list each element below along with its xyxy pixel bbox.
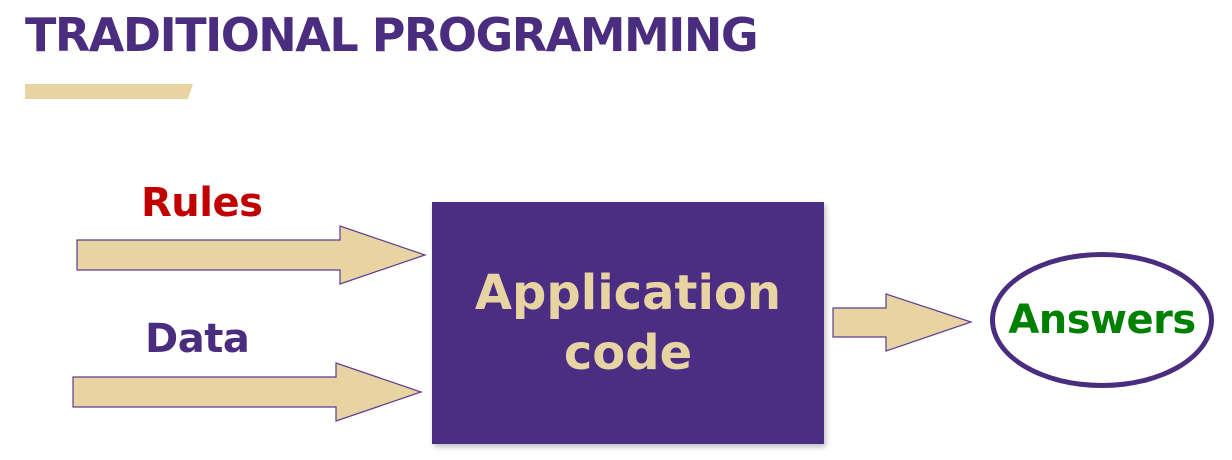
application-code-line-1: Application: [474, 265, 782, 321]
application-code-line-2: code: [563, 325, 693, 381]
data-arrow: [72, 362, 423, 422]
data-label: Data: [145, 316, 250, 362]
slide-title: TRADITIONAL PROGRAMMING: [25, 8, 759, 62]
answers-ellipse: Answers: [990, 252, 1214, 388]
rules-label: Rules: [141, 180, 263, 226]
application-code-box: Application code: [432, 202, 824, 444]
title-underline-accent: [25, 84, 193, 99]
answers-label: Answers: [1008, 297, 1196, 343]
rules-arrow: [76, 225, 427, 285]
output-arrow: [832, 293, 973, 352]
